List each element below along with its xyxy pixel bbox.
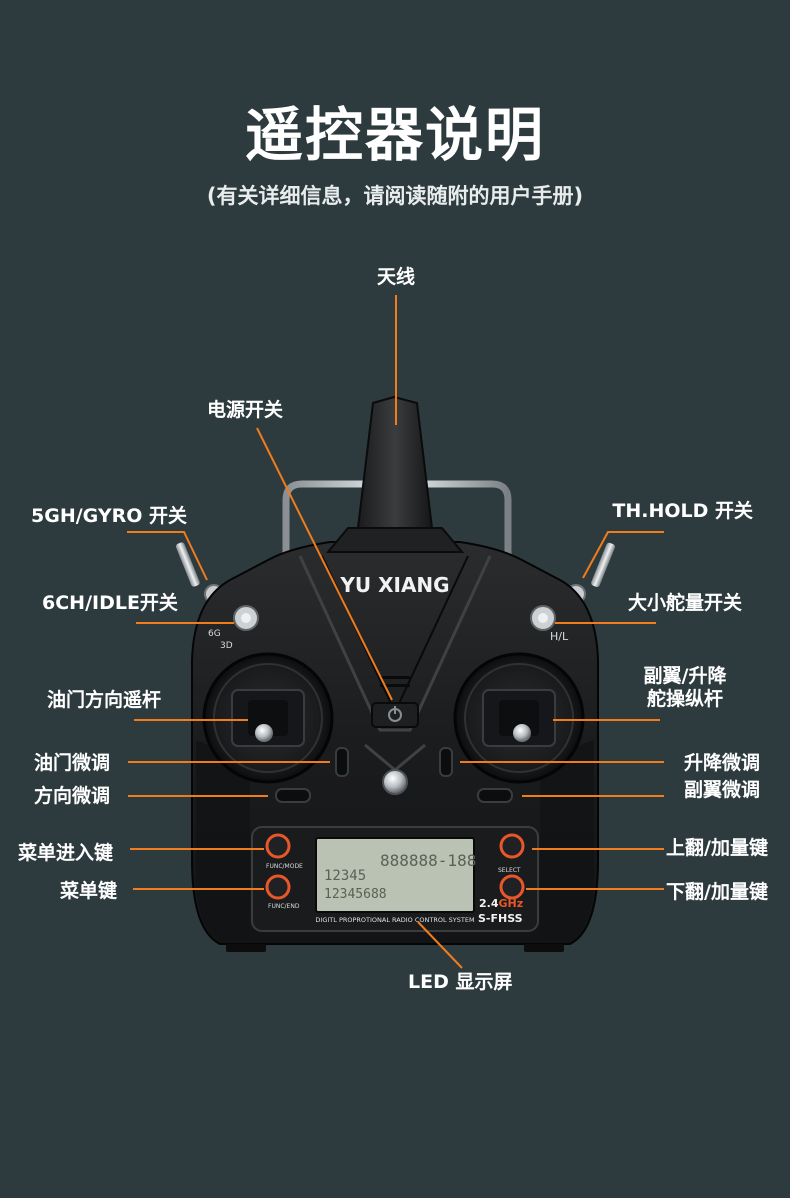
power-button [371,702,419,728]
speaker-grill [380,676,410,687]
label-menu-key: 菜单键 [60,880,118,902]
led-display-screen [315,837,475,913]
throttle-trim [335,747,349,777]
switch-6g-label: 6G [208,629,221,639]
rate-switch: H/L [530,605,569,643]
menu-button: FUNC/END [265,874,300,910]
label-idle-switch: 6CH/IDLE开关 [42,592,178,614]
label-rate-switch: 大小舵量开关 [627,592,742,614]
label-antenna: 天线 [376,266,415,288]
label-power-switch: 电源开关 [207,399,284,421]
label-throttle-trim: 油门微调 [34,752,111,774]
func-mode-caption: FUNC/MODE [266,863,303,870]
lcd-row-1: 12345 [324,868,366,884]
label-rudder-trim: 方向微调 [34,785,111,807]
lcd-row-3: 888888-188 [380,851,476,870]
label-page-down-key: 下翻/加量键 [666,881,768,903]
page-up-button: SELECT [498,833,525,874]
lcd-row-2: 12345688 [324,887,387,902]
switch-3d-label: 3D [220,641,233,651]
center-knob [382,769,408,795]
elevator-trim [439,747,453,777]
system-caption: DIGITL PROPROTIONAL RADIO CONTROL SYSTEM [315,916,474,924]
brand-logo: YU XIANG [339,573,449,597]
switch-hl-label: H/L [550,630,569,643]
select-caption: SELECT [498,867,521,874]
label-menu-enter-key: 菜单进入键 [18,842,114,864]
aileron-trim [477,788,513,803]
throttle-gimbal [202,652,334,784]
label-aileron-stick-1: 副翼/升降 [643,665,727,687]
label-aileron-stick-2: 舵操纵杆 [646,688,723,710]
page-subtitle: (有关详细信息，请阅读随附的用户手册) [206,184,584,208]
label-led-display: LED 显示屏 [408,971,513,993]
label-throttle-stick: 油门方向遥杆 [47,689,162,711]
label-aileron-trim: 副翼微调 [683,779,760,801]
func-end-caption: FUNC/END [268,903,300,910]
label-page-up-key: 上翻/加量键 [666,837,768,859]
page-title: 遥控器说明 [244,101,545,169]
page-down-button [499,874,525,900]
aileron-gimbal [453,652,585,784]
label-elevator-trim: 升降微调 [683,752,760,774]
rudder-trim [275,788,311,803]
idle-switch: 6G 3D [208,605,259,651]
frequency-badge: 2.4GHz [479,897,523,910]
fhss-badge: S-FHSS [478,912,523,925]
leader-lines [127,295,664,969]
antenna [356,395,434,529]
label-gyro-switch: 5GH/GYRO 开关 [31,505,187,527]
menu-enter-button: FUNC/MODE [265,833,303,870]
label-th-hold-switch: TH.HOLD 开关 [612,500,753,522]
